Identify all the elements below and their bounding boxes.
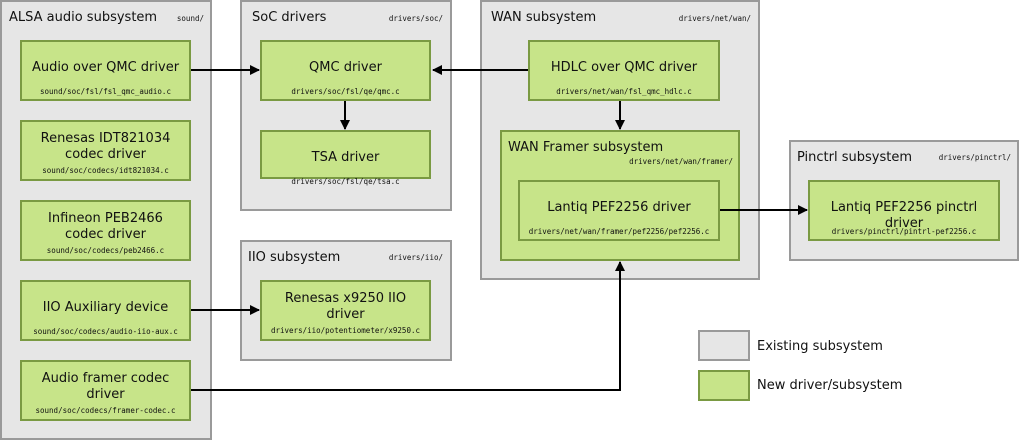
node-path: sound/soc/fsl/fsl_qmc_audio.c (40, 87, 171, 96)
audio-qmc-driver-node: Audio over QMC driver sound/soc/fsl/fsl_… (20, 40, 191, 101)
node-path: sound/soc/codecs/audio-iio-aux.c (33, 327, 178, 336)
iio-subsystem-title: IIO subsystem (248, 250, 341, 265)
qmc-driver-node: QMC driver drivers/soc/fsl/qe/qmc.c (260, 40, 431, 101)
node-path: sound/soc/codecs/framer-codec.c (35, 406, 176, 415)
tsa-driver-node: TSA driver drivers/soc/fsl/qe/tsa.c (260, 130, 431, 186)
legend-new-swatch (698, 370, 750, 401)
node-title: Renesas x9250 IIO driver (284, 291, 407, 322)
arrow-framer-codec-to-wan-framer (191, 261, 625, 391)
node-title: Audio framer codec driver (41, 371, 170, 402)
wan-framer-subsystem-title: WAN Framer subsystem (508, 140, 664, 155)
iio-aux-device-node: IIO Auxiliary device sound/soc/codecs/au… (20, 280, 191, 341)
legend-existing-swatch (698, 330, 750, 361)
iio-subsystem-path: drivers/iio/ (388, 253, 443, 262)
hdlc-qmc-driver-node: HDLC over QMC driver drivers/net/wan/fsl… (528, 40, 720, 101)
node-title: Audio over QMC driver (31, 60, 180, 75)
pef2256-driver-node: Lantiq PEF2256 driver drivers/net/wan/fr… (518, 180, 720, 241)
node-path: drivers/soc/fsl/qe/tsa.c (291, 177, 400, 186)
wan-subsystem-title: WAN subsystem (491, 10, 597, 25)
node-path: drivers/pinctrl/pintrl-pef2256.c (831, 227, 977, 236)
pinctrl-subsystem-title: Pinctrl subsystem (797, 150, 913, 165)
soc-subsystem-path: drivers/soc/ (388, 14, 443, 23)
node-path: drivers/net/wan/fsl_qmc_hdlc.c (556, 87, 692, 96)
node-title: HDLC over QMC driver (550, 60, 698, 75)
x9250-iio-driver-node: Renesas x9250 IIO driver drivers/iio/pot… (260, 280, 431, 341)
node-path: drivers/net/wan/framer/pef2256/pef2256.c (528, 227, 710, 236)
node-path: sound/soc/codecs/peb2466.c (46, 246, 165, 255)
idt821034-codec-node: Renesas IDT821034 codec driver sound/soc… (20, 120, 191, 181)
audio-framer-codec-node: Audio framer codec driver sound/soc/code… (20, 360, 191, 421)
node-title: Renesas IDT821034 codec driver (40, 131, 171, 162)
soc-subsystem-title: SoC drivers (252, 10, 327, 25)
alsa-subsystem-title: ALSA audio subsystem (9, 10, 158, 25)
peb2466-codec-node: Infineon PEB2466 codec driver sound/soc/… (20, 200, 191, 261)
node-title: Infineon PEB2466 codec driver (48, 211, 163, 242)
node-path: sound/soc/codecs/idt821034.c (42, 166, 169, 175)
legend-new-label: New driver/subsystem (757, 378, 903, 393)
node-title: IIO Auxiliary device (42, 300, 169, 315)
node-title: QMC driver (309, 60, 382, 75)
node-path: drivers/soc/fsl/qe/qmc.c (291, 87, 400, 96)
node-title: Lantiq PEF2256 driver (547, 200, 691, 215)
alsa-subsystem-path: sound/ (176, 14, 204, 23)
node-path: drivers/iio/potentiometer/x9250.c (270, 326, 420, 335)
pinctrl-subsystem-path: drivers/pinctrl/ (938, 153, 1011, 162)
wan-subsystem-path: drivers/net/wan/ (678, 14, 751, 23)
pef2256-pinctrl-driver-node: Lantiq PEF2256 pinctrl driver drivers/pi… (808, 180, 1000, 241)
node-title: Lantiq PEF2256 pinctrl driver (830, 200, 978, 231)
legend-existing-label: Existing subsystem (757, 339, 883, 354)
wan-framer-subsystem-path: drivers/net/wan/framer/ (629, 157, 733, 166)
node-title: TSA driver (311, 150, 380, 165)
